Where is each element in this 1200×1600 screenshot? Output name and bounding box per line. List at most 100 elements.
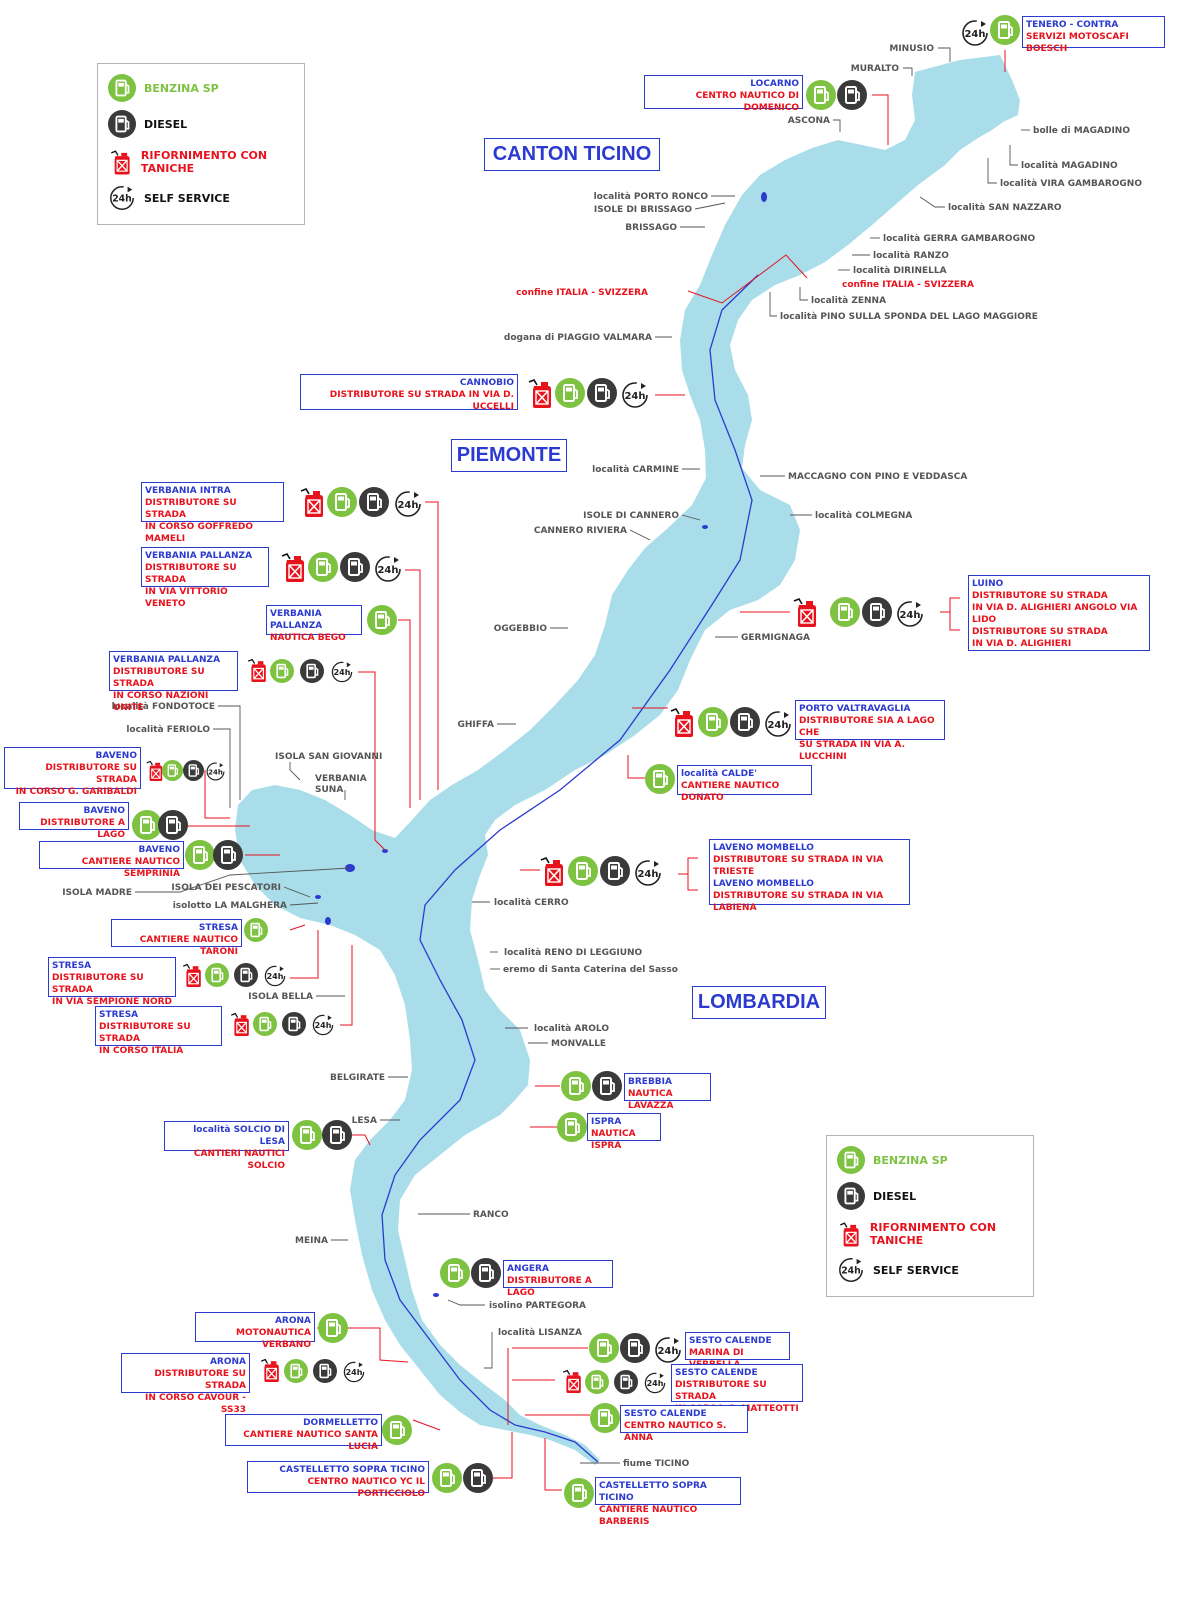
svg-text:isolotto LA MALGHERA: isolotto LA MALGHERA	[173, 901, 287, 911]
svg-text:BELGIRATE: BELGIRATE	[330, 1073, 385, 1083]
svg-text:MURALTO: MURALTO	[851, 64, 900, 74]
navigation-line	[381, 274, 759, 1463]
svg-text:località COLMEGNA: località COLMEGNA	[815, 511, 912, 521]
tanica-icon	[528, 379, 552, 409]
benzina-icon	[439, 1257, 471, 1289]
legend-taniche: RIFORNIMENTO CON TANICHE	[837, 1220, 1033, 1248]
self-service-icon	[312, 1014, 334, 1036]
diesel-icon	[462, 1462, 494, 1494]
self-service-icon	[375, 556, 401, 582]
diesel-icon	[358, 486, 390, 518]
svg-text:confine ITALIA - SVIZZERA: confine ITALIA - SVIZZERA	[842, 280, 974, 290]
svg-text:località GERRA GAMBAROGNO: località GERRA GAMBAROGNO	[883, 234, 1035, 244]
legend-benzina: BENZINA SP	[837, 1146, 948, 1174]
benzina-icon	[131, 809, 163, 841]
self-service-icon	[839, 1258, 863, 1282]
island-brissago	[761, 192, 767, 202]
benzina-icon	[291, 1119, 323, 1151]
svg-text:località SAN NAZZARO: località SAN NAZZARO	[948, 203, 1062, 213]
tanica-icon	[110, 150, 131, 176]
benzina-icon	[326, 486, 358, 518]
svg-text:bolle di MAGADINO: bolle di MAGADINO	[1033, 126, 1130, 136]
tanica-icon	[230, 1012, 250, 1037]
legend-top: BENZINA SP DIESEL RIFORNIMENTO CON TANIC…	[97, 63, 305, 225]
tanica-icon	[146, 760, 163, 782]
tanica-icon	[247, 658, 267, 683]
benzina-icon	[381, 1414, 413, 1446]
svg-text:RANCO: RANCO	[473, 1210, 509, 1220]
self-service-icon	[962, 20, 988, 46]
diesel-icon	[233, 962, 259, 988]
benzina-icon	[556, 1111, 588, 1143]
tanica-icon	[540, 857, 564, 887]
benzina-icon	[563, 1477, 595, 1509]
station-connectors	[185, 50, 1006, 1491]
legend-diesel: DIESEL	[108, 110, 187, 138]
svg-text:località DIRINELLA: località DIRINELLA	[853, 266, 947, 276]
diesel-icon	[299, 658, 325, 684]
diesel-icon	[837, 1182, 865, 1210]
svg-text:MACCAGNO CON PINO E VEDDASCA: MACCAGNO CON PINO E VEDDASCA	[788, 472, 967, 482]
benzina-icon	[269, 658, 295, 684]
place-labels: MINUSIO MURALTO ASCONA bolle di MAGADINO…	[62, 44, 1142, 1469]
benzina-icon	[317, 1312, 349, 1344]
svg-text:MONVALLE: MONVALLE	[551, 1039, 606, 1049]
legend-taniche: RIFORNIMENTO CON TANICHE	[108, 148, 304, 176]
svg-text:località AROLO: località AROLO	[534, 1024, 609, 1034]
island-partegora	[433, 1293, 439, 1297]
svg-text:GHIFFA: GHIFFA	[458, 720, 495, 730]
lake-maggiore-shape	[235, 55, 1020, 1465]
self-service-icon	[110, 186, 134, 210]
svg-text:ASCONA: ASCONA	[788, 116, 830, 126]
legend-bottom: BENZINA SP DIESEL RIFORNIMENTO CON TANIC…	[826, 1135, 1034, 1297]
svg-text:località RANZO: località RANZO	[873, 251, 949, 261]
svg-text:località CARMINE: località CARMINE	[592, 465, 679, 475]
self-service-icon	[395, 491, 421, 517]
benzina-icon	[589, 1402, 621, 1434]
diesel-icon	[212, 839, 244, 871]
benzina-icon	[805, 79, 837, 111]
benzina-icon	[283, 1358, 309, 1384]
svg-text:MINUSIO: MINUSIO	[889, 44, 934, 54]
svg-text:località CERRO: località CERRO	[494, 898, 569, 908]
tanica-icon	[793, 598, 817, 628]
svg-text:ISOLA SAN GIOVANNI: ISOLA SAN GIOVANNI	[275, 752, 382, 762]
svg-text:isolino PARTEGORA: isolino PARTEGORA	[489, 1301, 586, 1311]
svg-text:eremo di Santa Caterina del Sa: eremo di Santa Caterina del Sasso	[503, 965, 678, 975]
benzina-icon	[584, 1369, 610, 1395]
tanica-icon	[260, 1358, 280, 1383]
diesel-icon	[470, 1257, 502, 1289]
station-calde[interactable]: località CALDE'CANTIERE NAUTICO DONATO	[677, 765, 812, 803]
tanica-icon	[300, 488, 324, 518]
self-service-icon	[635, 860, 661, 886]
legend-diesel: DIESEL	[837, 1182, 916, 1210]
